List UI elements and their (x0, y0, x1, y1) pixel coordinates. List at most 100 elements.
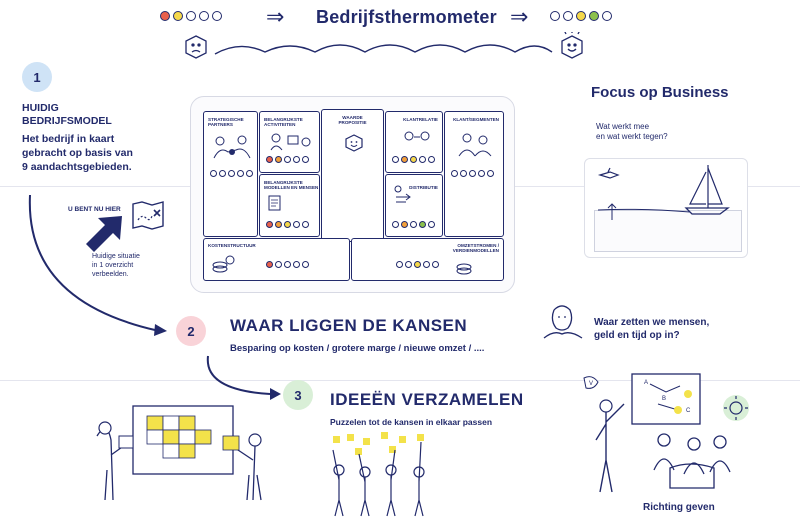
rating-dots (392, 221, 435, 228)
cell-title-line: WAARDE (342, 115, 363, 120)
step-2-question: Waar zetten we mensen, geld en tijd op i… (594, 316, 709, 342)
puzzle-board-illustration (96, 405, 262, 501)
rating-dot-green (419, 221, 426, 228)
arrow-right-icon: ⇒ (510, 4, 529, 29)
rating-dot-red (266, 261, 273, 268)
step-1-badge: 1 (22, 62, 52, 92)
direction-illustration: A B C V (583, 373, 749, 493)
business-model-canvas: STRATEGISCHE PARTNERS BELANGRIJKSTE ACTI… (190, 96, 515, 293)
mood-curve (185, 32, 583, 59)
person-figure (234, 445, 262, 501)
rating-dot-empty (432, 261, 439, 268)
rating-dots (210, 170, 253, 177)
rating-dot-empty (219, 170, 226, 177)
rating-dot-yellow (410, 156, 417, 163)
direction-label: Richting geven (643, 502, 715, 513)
rating-dot-empty (563, 11, 573, 21)
rating-dot-empty (550, 11, 560, 21)
board-label-c: C (686, 408, 691, 414)
cell-title-line: OMZETSTROMEN / (457, 243, 499, 248)
rating-dot-empty (275, 261, 282, 268)
step-3-title: IDEEËN VERZAMELEN (330, 390, 524, 409)
rating-dot-empty (419, 156, 426, 163)
canvas-cell-revenue-streams: OMZETSTROMEN / VERDIENMODELLEN (351, 238, 504, 281)
anchor-icon (607, 203, 617, 220)
cell-title-line: STRATEGISCHE (208, 117, 244, 122)
presenter-figure (595, 403, 625, 493)
step-2-question-line: geld en tijd op in? (594, 330, 680, 341)
board-label-b: B (662, 396, 666, 402)
you-are-here-caption: Huidige situatie in 1 overzicht verbeeld… (92, 252, 140, 279)
rating-dots (392, 156, 435, 163)
flow-curve-2 (206, 355, 281, 400)
rating-dot-empty (293, 261, 300, 268)
you-are-here-label: U BENT NU HIER (68, 206, 121, 213)
rating-dot-empty (186, 11, 196, 21)
happy-face-icon (561, 32, 583, 59)
step-1-title-line: HUIDIG (22, 102, 59, 114)
speech-text: V (589, 381, 593, 387)
rating-dot-yellow (284, 221, 291, 228)
wavy-line (214, 44, 553, 55)
idea-bulb-bg (723, 395, 749, 421)
thermometer-after-dots (550, 11, 612, 21)
rating-dot-empty (284, 261, 291, 268)
thinking-person-icon (543, 305, 583, 339)
canvas-cell-value-proposition: WAARDE PROPOSITIE (321, 109, 384, 242)
cell-title-line: VERDIENMODELLEN (452, 248, 499, 254)
step-2-title: WAAR LIGGEN DE KANSEN (230, 316, 468, 335)
rating-dot-empty (302, 156, 309, 163)
canvas-cell-resources: BELANGRIJKSTE MODELLEN EN MENSEN (259, 174, 320, 237)
sad-face-icon (185, 35, 207, 59)
rating-dot-red (266, 221, 273, 228)
rating-dots (266, 156, 309, 163)
canvas-cell-partners: STRATEGISCHE PARTNERS (203, 111, 258, 237)
cell-title: KOSTENSTRUCTUUR (208, 243, 256, 248)
handshake-people-icon (213, 135, 251, 159)
rating-dot-empty (284, 156, 291, 163)
rating-dot-empty (460, 170, 467, 177)
rating-dot-empty (396, 261, 403, 268)
rating-dots (266, 261, 309, 268)
rating-dot-red (266, 156, 273, 163)
cell-title: OMZETSTROMEN / VERDIENMODELLEN (453, 243, 499, 254)
wind-cloud-icon (597, 167, 620, 179)
rating-dot-empty (199, 11, 209, 21)
caption-line: in 1 overzicht (92, 262, 134, 269)
treasure-map-icon (132, 201, 164, 230)
rating-dot-empty (212, 11, 222, 21)
arrow-right-icon: ⇒ (266, 4, 285, 29)
rating-dot-empty (293, 221, 300, 228)
step-1-text-line: gebracht op basis van (22, 147, 133, 159)
step-2-question-line: Waar zetten we mensen, (594, 317, 710, 328)
rating-dot-empty (392, 156, 399, 163)
canvas-cell-distribution: DISTRIBUTIE (385, 174, 443, 237)
cell-title-line: MODELLEN EN MENSEN (264, 185, 319, 191)
sailboat-illustration (597, 165, 730, 220)
rating-dot-yellow (576, 11, 586, 21)
cell-title-line: PARTNERS (208, 122, 233, 128)
rating-dot-empty (423, 261, 430, 268)
smiling-gem-icon (345, 134, 363, 152)
rating-dot-orange (275, 221, 282, 228)
rating-dot-yellow (414, 261, 421, 268)
rating-dot-empty (246, 170, 253, 177)
rating-dot-empty (469, 170, 476, 177)
cell-title: WAARDE PROPOSITIE (322, 115, 383, 126)
step-3-subtitle: Puzzelen tot de kansen in elkaar passen (330, 417, 493, 427)
rating-dot-empty (405, 261, 412, 268)
rating-dot-empty (478, 170, 485, 177)
sticky-notes-illustration (332, 432, 425, 517)
focus-question: Wat werkt mee en wat werkt tegen? (596, 122, 668, 142)
page-title: Bedrijfsthermometer (316, 7, 497, 27)
cell-title-line: ACTIVITEITEN (264, 122, 296, 128)
rating-dots (396, 261, 439, 268)
cell-title: BELANGRIJKSTE MODELLEN EN MENSEN (264, 180, 318, 191)
flow-curve-1 (28, 194, 167, 336)
rating-dot-empty (487, 170, 494, 177)
document-icon (268, 195, 281, 211)
rating-dot-empty (392, 221, 399, 228)
speech-bubble-icon (583, 376, 599, 389)
relationship-icon (404, 131, 430, 141)
coins-icon (212, 255, 235, 273)
